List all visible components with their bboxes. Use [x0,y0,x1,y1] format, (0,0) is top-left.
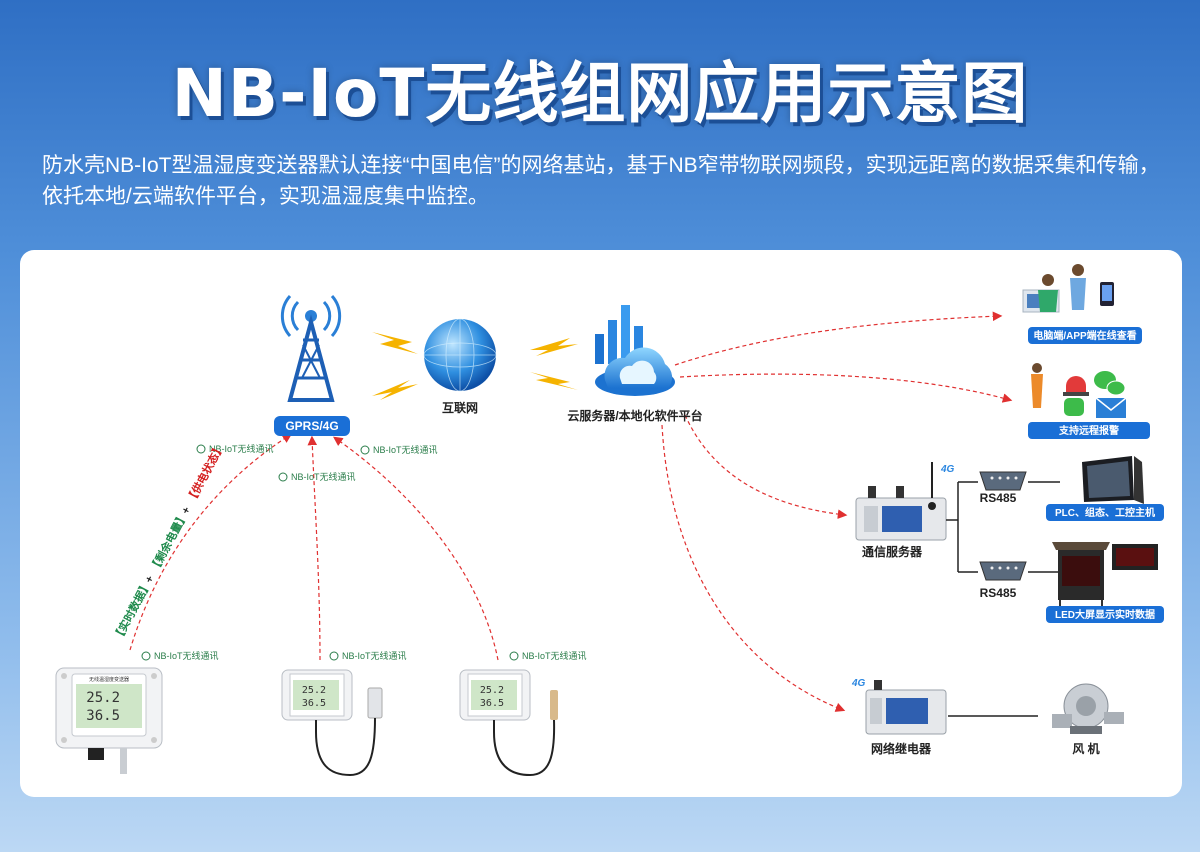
sensor-device-1: 无线温湿度变送器 25.2 36.5 [55,667,163,774]
tag-battery: 【剩余电量】 [147,510,190,575]
rs485-label-b: RS485 [980,586,1017,600]
alarm-badge [1028,422,1150,439]
comm-server-device: 4G [855,462,955,541]
link-device1-tower [129,433,293,651]
page-title: NB-IoT无线组网应用示意图 [171,55,1029,132]
rs485-port-a [979,471,1027,491]
svg-text:NB-IoT无线通讯: NB-IoT无线通讯 [373,444,438,455]
tower-label-badge [274,416,350,436]
svg-text:NB-IoT无线通讯: NB-IoT无线通讯 [291,471,356,482]
svg-text:25.2: 25.2 [302,685,326,696]
cloud-server-icon [595,305,675,396]
rs485-label-a: RS485 [980,491,1017,505]
nb-iot-labels: NB-IoT无线通讯 NB-IoT无线通讯 NB-IoT无线通讯 NB-IoT无… [141,443,587,661]
internet-label: 互联网 [442,401,478,415]
lightning-icon [530,372,578,390]
wechat-icon [1094,371,1126,396]
relay-label: 网络继电器 [871,741,932,756]
svg-text:NB-IoT无线通讯: NB-IoT无线通讯 [154,650,219,661]
sensor-device-3: 25.2 36.5 [459,669,558,777]
nb-link-label: NB-IoT无线通讯 [509,650,587,661]
fan-label: 风 机 [1072,741,1099,756]
link-cloud-server [684,414,848,519]
nb-link-label: NB-IoT无线通讯 [329,650,407,661]
pc-app-label: 电脑端/APP端在线查看 [1033,329,1136,342]
svg-text:NB-IoT无线通讯: NB-IoT无线通讯 [342,650,407,661]
led-label: LED大屏显示实时数据 [1055,608,1155,621]
email-icon [1095,397,1127,418]
internet-globe-icon [423,318,497,392]
nb-link-label: NB-IoT无线通讯 [360,444,438,455]
svg-text:4G: 4G [940,464,955,475]
network-diagram: GPRS/4G 互联网 云服务器/本地化软件平台 NB-IoT无线通讯 NB-I… [55,264,1164,777]
plc-label: PLC、组态、工控主机 [1055,506,1155,519]
comm-server-label: 通信服务器 [862,544,923,559]
plc-badge [1046,504,1164,521]
device-hum-readout: 36.5 [86,708,120,724]
rs485-wires [946,481,1060,573]
nb-link-label: NB-IoT无线通讯 [278,471,356,482]
led-badge [1046,606,1164,623]
svg-text:NB-IoT无线通讯: NB-IoT无线通讯 [209,443,274,454]
link-device2-tower [307,435,321,661]
cell-tower-icon [280,295,342,402]
link-cloud-alarm [679,373,1013,403]
pc-app-users-icon [1022,264,1114,313]
page-description: 防水壳NB-IoT型温湿度变送器默认连接“中国电信”的网络基站，基于NB窄带物联… [42,154,1160,208]
tag-realtime: 【实时数据】 [110,579,153,644]
led-display-icon [1052,542,1158,610]
data-tags: 【实时数据】 + 【剩余电量】 + 【供电状态】 [110,441,227,644]
device-temp-readout: 25.2 [86,690,120,706]
cloud-label: 云服务器/本地化软件平台 [567,408,702,423]
svg-text:36.5: 36.5 [480,698,504,709]
lightning-icons [372,332,578,400]
pc-app-badge [1028,327,1142,344]
alarm-label: 支持远程报警 [1058,424,1119,437]
svg-text:NB-IoT无线通讯: NB-IoT无线通讯 [522,650,587,661]
link-lines [129,311,1013,712]
diagram-card: GPRS/4G 互联网 云服务器/本地化软件平台 NB-IoT无线通讯 NB-I… [20,250,1182,797]
tag-plus: + [143,574,157,585]
lightning-icon [372,332,418,354]
blower-fan-icon [1052,683,1124,734]
nb-link-label: NB-IoT无线通讯 [141,650,219,661]
lightning-icon [372,380,418,400]
sensor-device-2: 25.2 36.5 [281,669,383,777]
svg-text:无线温湿度变送器: 无线温湿度变送器 [89,676,129,683]
alarm-icons [1031,363,1127,418]
tower-label: GPRS/4G [285,419,338,433]
svg-text:4G: 4G [851,678,866,689]
network-relay-device: 4G [851,678,947,735]
siren-icon [1063,376,1089,396]
sms-icon [1064,398,1084,416]
rs485-port-b [979,561,1027,581]
link-cloud-relay [661,424,846,712]
plc-touch-panel-icon [1082,456,1144,504]
nb-link-label: NB-IoT无线通讯 [196,443,274,454]
lightning-icon [530,338,578,356]
tag-plus: + [180,505,194,516]
svg-text:36.5: 36.5 [302,698,326,709]
svg-text:25.2: 25.2 [480,685,504,696]
link-cloud-pc [674,311,1003,366]
link-device3-tower [333,436,499,661]
